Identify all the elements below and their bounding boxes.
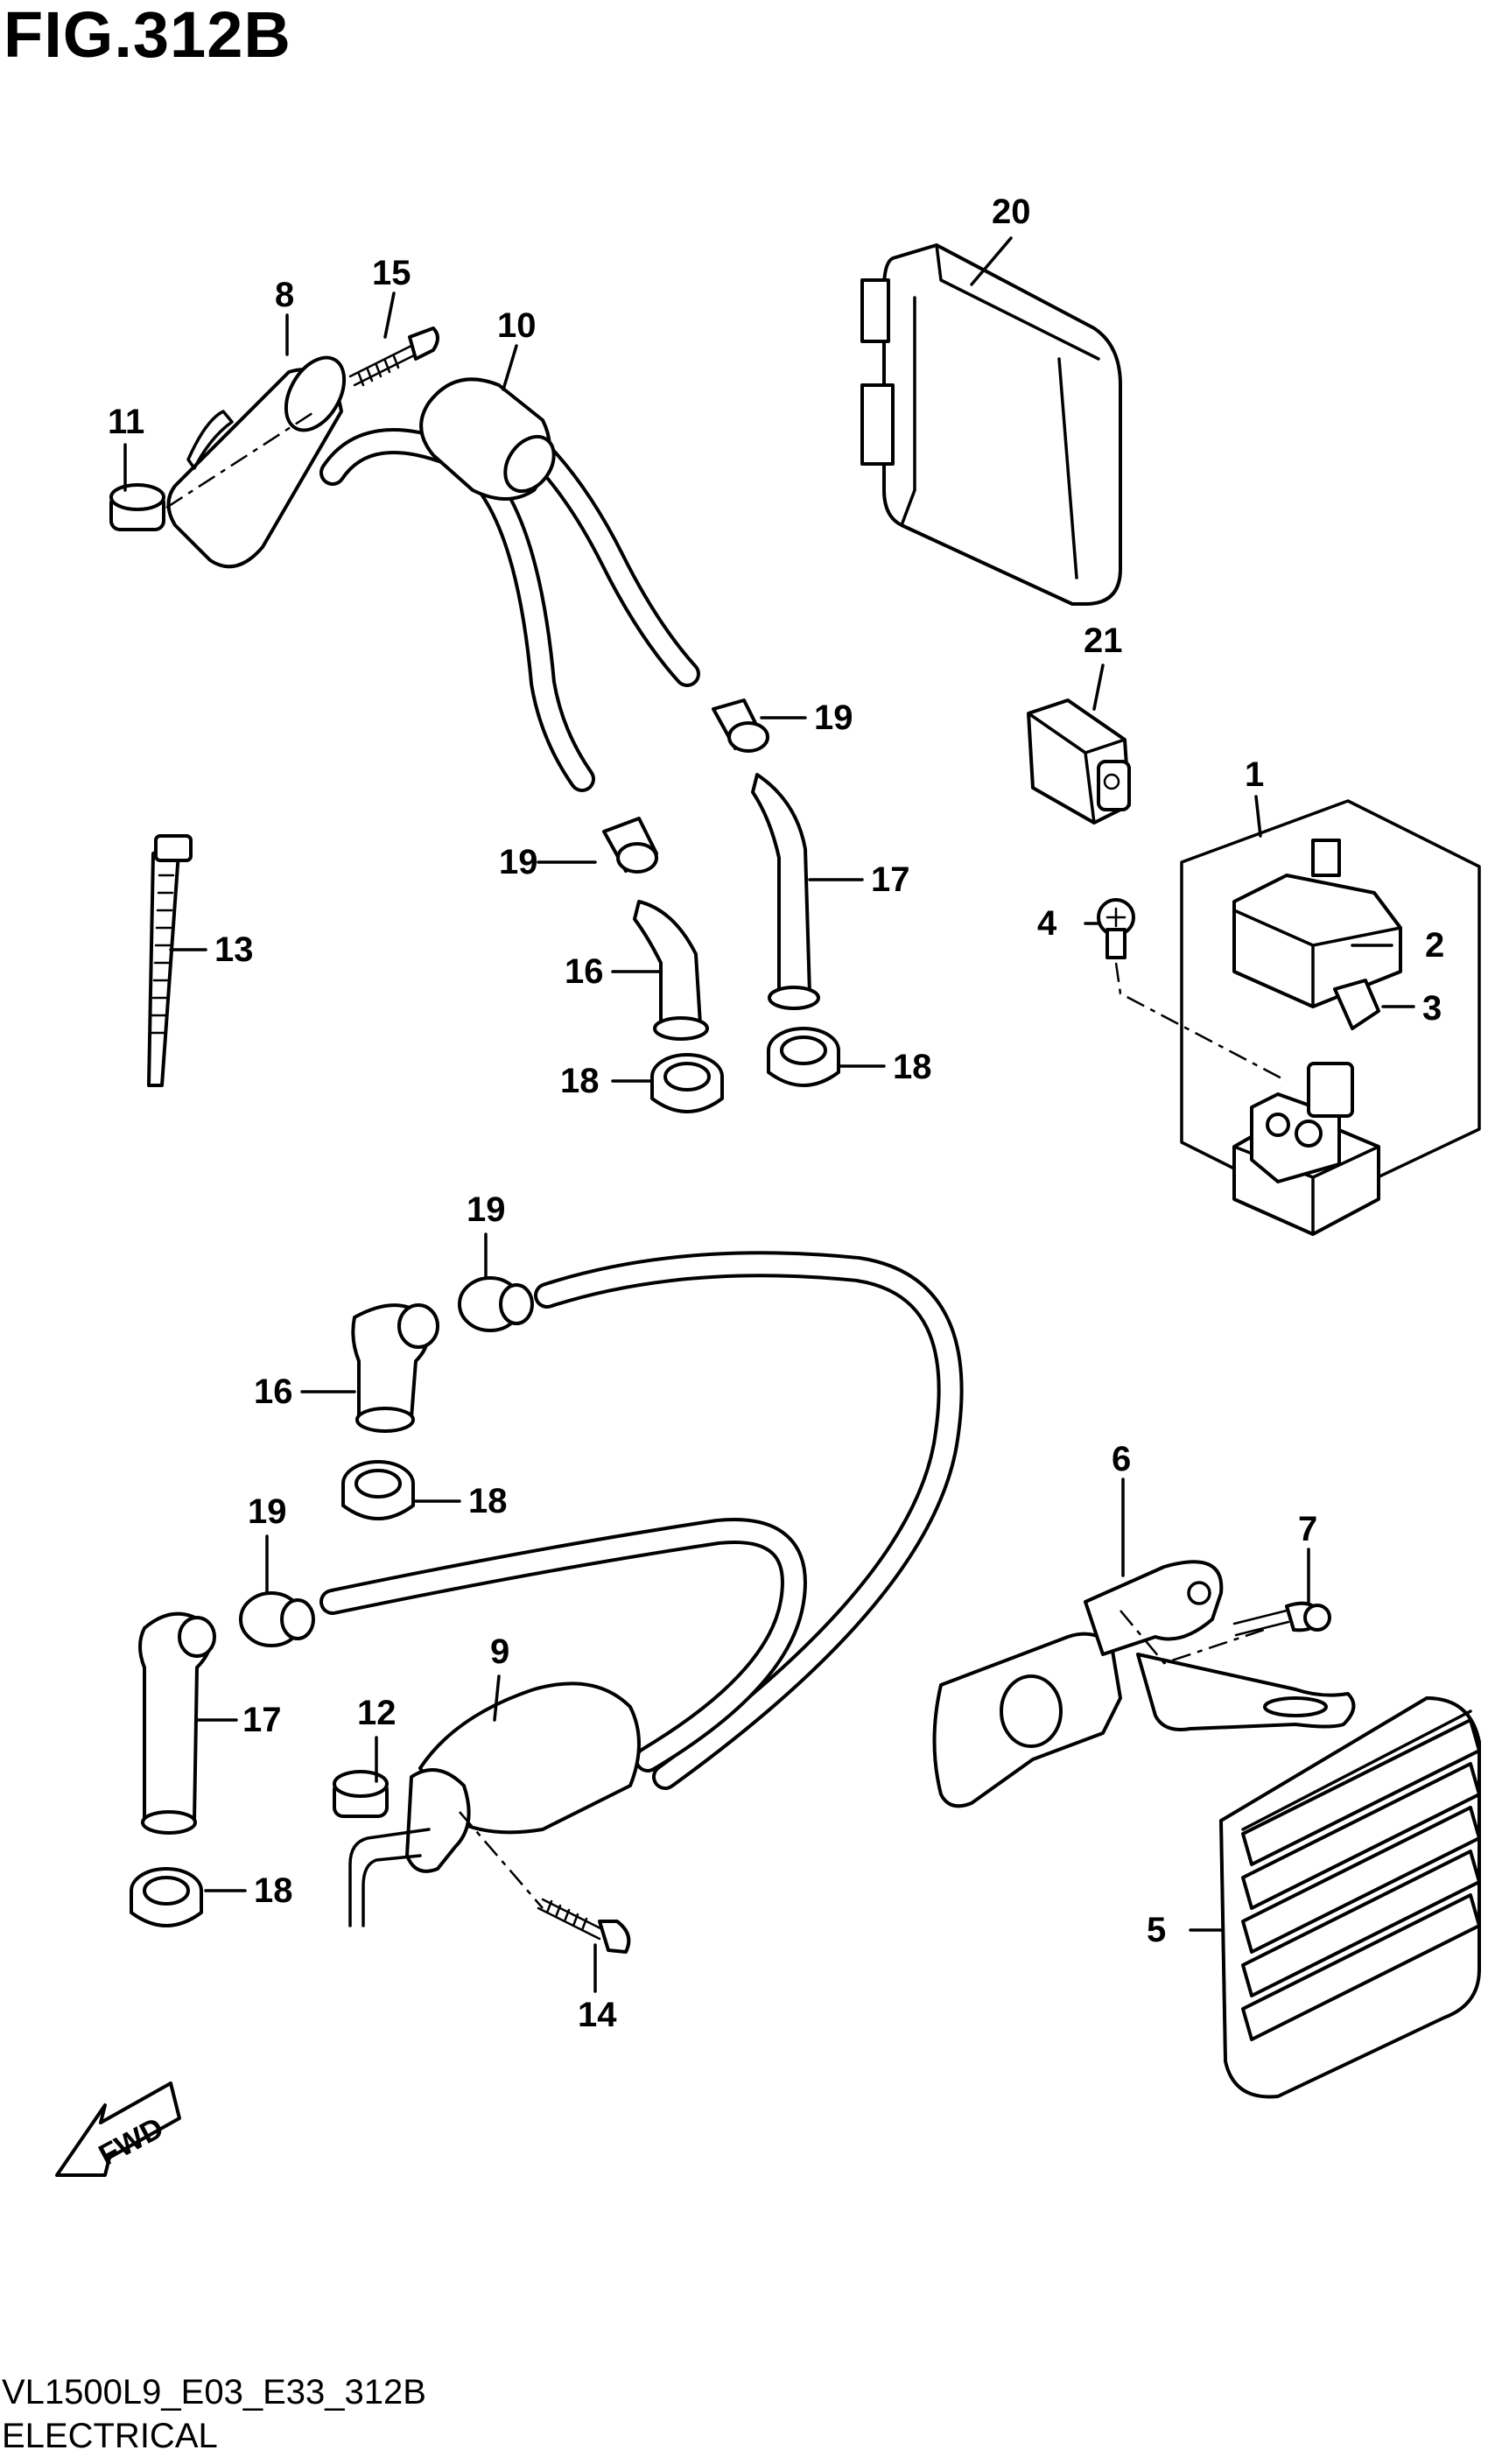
callout-17b: 17 — [242, 1701, 282, 1739]
callout-18a: 18 — [560, 1062, 600, 1100]
callout-18c: 18 — [468, 1482, 508, 1520]
callout-11: 11 — [108, 403, 144, 441]
callout-10: 10 — [497, 306, 537, 345]
callout-16b: 16 — [254, 1372, 293, 1411]
callout-18d: 18 — [254, 1871, 293, 1910]
cable-tie — [147, 834, 193, 1087]
callout-9: 9 — [490, 1632, 509, 1671]
callout-16a: 16 — [565, 952, 604, 991]
callout-19b: 19 — [814, 698, 853, 737]
callout-20: 20 — [992, 193, 1031, 231]
callout-7: 7 — [1298, 1510, 1317, 1548]
callout-leaders — [123, 236, 1415, 1993]
connector-21 — [1027, 698, 1131, 825]
ecu-unit — [860, 243, 1122, 606]
callout-19c: 19 — [467, 1190, 506, 1229]
ignition-coil-upper — [109, 326, 700, 792]
callout-5: 5 — [1147, 1911, 1166, 1949]
ignition-coil-lower — [130, 1251, 964, 1954]
callout-3: 3 — [1422, 989, 1442, 1028]
fwd-arrow-icon — [55, 2081, 181, 2177]
callout-13: 13 — [214, 930, 254, 969]
callout-18b: 18 — [893, 1048, 932, 1086]
callout-8: 8 — [275, 276, 294, 314]
callout-14: 14 — [578, 1996, 617, 2034]
regulator-bracket — [932, 1560, 1356, 1808]
figure-code: VL1500L9_E03_E33_312B — [2, 2373, 426, 2411]
callout-4: 4 — [1037, 904, 1057, 943]
callout-19a: 19 — [499, 843, 538, 881]
relay-kit-box — [1097, 799, 1481, 1236]
figure-title: FIG.312B — [4, 0, 291, 71]
callout-1: 1 — [1245, 755, 1264, 794]
callout-12: 12 — [357, 1694, 397, 1732]
callout-2: 2 — [1425, 926, 1444, 965]
figure-section-name: ELECTRICAL — [2, 2417, 218, 2455]
callout-15: 15 — [372, 254, 411, 292]
callout-6: 6 — [1112, 1440, 1131, 1478]
regulator-rectifier — [1219, 1696, 1481, 2099]
callout-17a: 17 — [871, 860, 910, 899]
plug-cap-set-upper — [602, 698, 840, 1113]
callout-21: 21 — [1084, 621, 1123, 660]
callout-19d: 19 — [248, 1492, 287, 1531]
